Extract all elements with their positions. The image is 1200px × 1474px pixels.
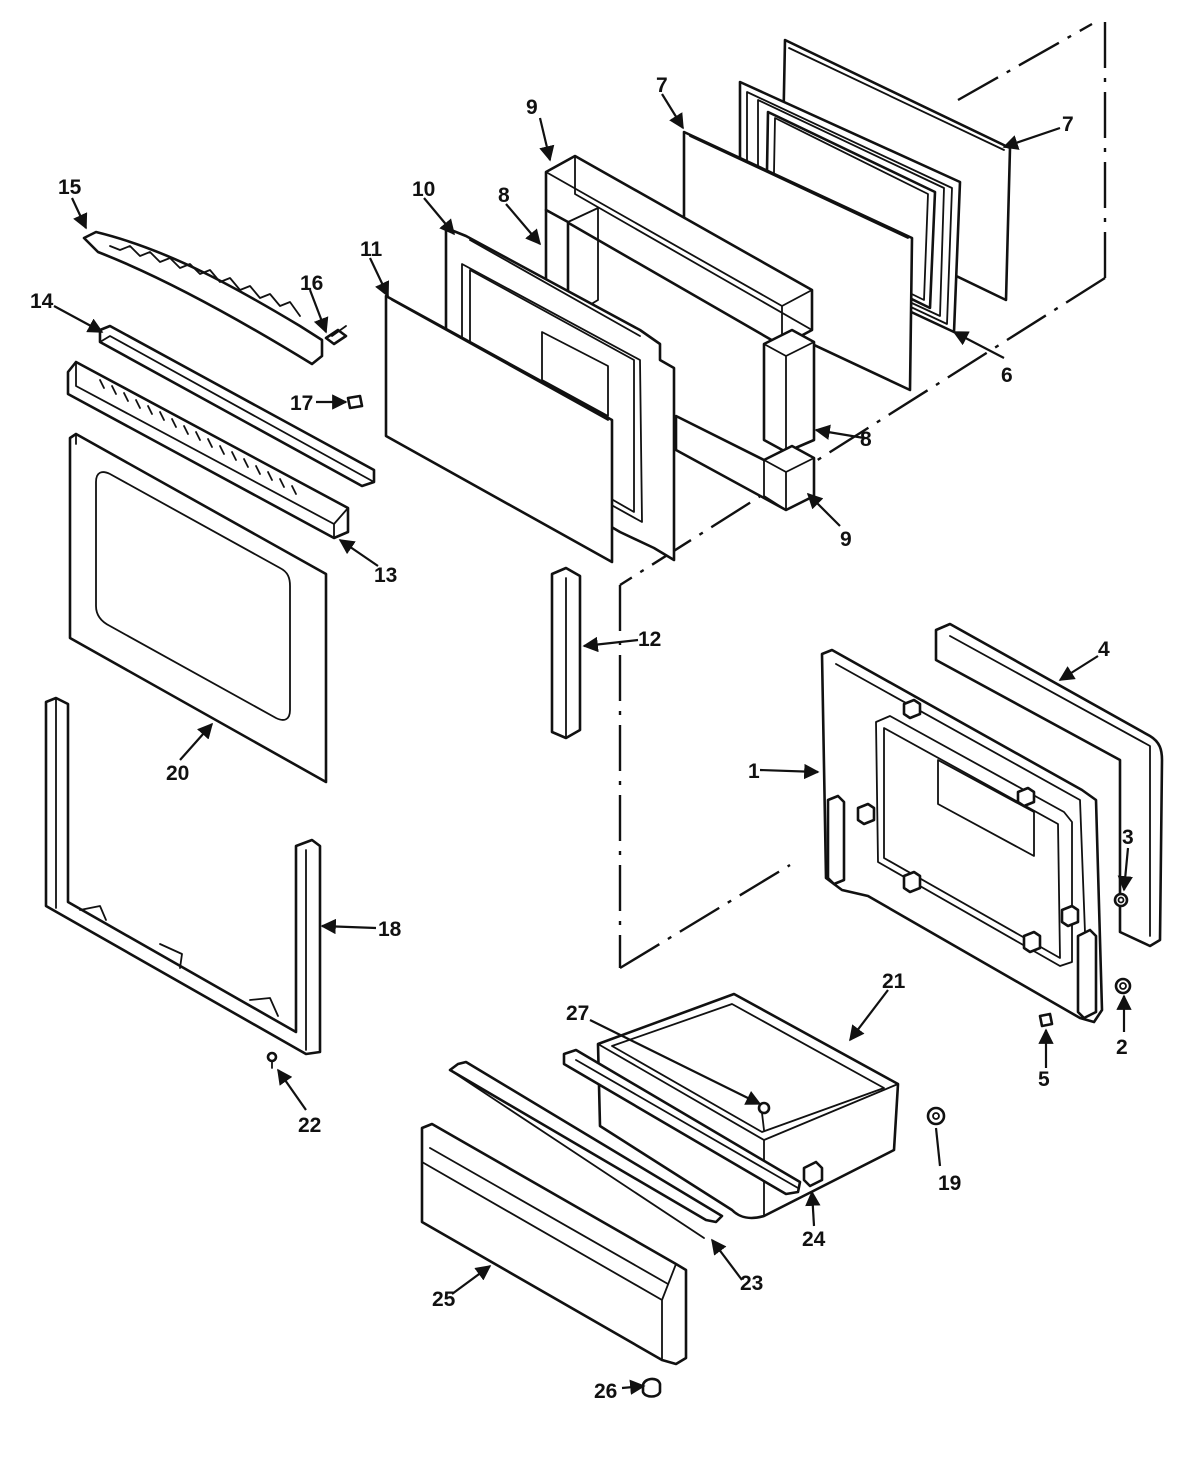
- callout-23: 23: [740, 1272, 763, 1295]
- callout-6: 6: [1001, 364, 1013, 387]
- leader-lines: [53, 93, 1133, 1395]
- part-12-side-trim: [550, 566, 582, 740]
- part-17-spacer: [346, 394, 364, 410]
- part-20-outer-door: [68, 432, 328, 784]
- part-3-nut: [1113, 892, 1129, 908]
- part-16-screw: [324, 325, 348, 346]
- callout-4: 4: [1098, 638, 1110, 661]
- part-23-drawer-trim: [448, 1060, 724, 1239]
- part-27-screw: [757, 1101, 771, 1131]
- callout-24: 24: [802, 1228, 826, 1251]
- callout-12: 12: [638, 628, 661, 651]
- callout-18: 18: [378, 918, 402, 941]
- callout-3: 3: [1122, 826, 1134, 849]
- callout-2: 2: [1116, 1036, 1128, 1059]
- callout-11: 11: [360, 238, 383, 261]
- callout-20: 20: [166, 762, 189, 785]
- callout-9-bottom: 9: [840, 528, 852, 551]
- callout-26: 26: [594, 1380, 617, 1403]
- part-4-door-gasket: [934, 622, 1164, 948]
- callout-1: 1: [748, 760, 760, 783]
- part-25-drawer-front: [420, 1122, 688, 1366]
- callout-7-rear-glass: 7: [1062, 113, 1074, 136]
- callout-5: 5: [1038, 1068, 1050, 1091]
- callout-19: 19: [938, 1172, 961, 1195]
- part-15-door-handle: [82, 230, 324, 366]
- alignment-lines: [618, 22, 1107, 970]
- callout-13: 13: [374, 564, 397, 587]
- part-21-drawer-pan: [596, 992, 900, 1220]
- callout-14: 14: [30, 290, 54, 313]
- callout-9-top: 9: [526, 96, 538, 119]
- callout-8-upper: 8: [498, 184, 510, 207]
- callout-16: 16: [300, 272, 323, 295]
- part-11-inner-glass: [384, 294, 614, 564]
- part-14-trim-strip: [98, 324, 376, 488]
- part-24-drawer-slide-rail: [562, 1048, 824, 1196]
- callout-17: 17: [290, 392, 313, 415]
- part-22-screw: [266, 1051, 278, 1069]
- part-13-vent-panel: [66, 360, 350, 540]
- part-5-clip: [1038, 1012, 1054, 1028]
- callout-7-glass-pane: 7: [656, 74, 668, 97]
- callout-10: 10: [412, 178, 435, 201]
- callout-27: 27: [566, 1002, 589, 1025]
- part-1-inner-door-assembly: [820, 648, 1104, 1024]
- part-18-door-frame: [44, 696, 322, 1056]
- part-26-bumper: [641, 1377, 662, 1398]
- callout-22: 22: [298, 1114, 321, 1137]
- callout-25: 25: [432, 1288, 456, 1311]
- part-19-bumper: [926, 1106, 946, 1126]
- callout-8-lower: 8: [860, 428, 872, 451]
- callout-21: 21: [882, 970, 906, 993]
- part-2-nut: [1114, 977, 1132, 995]
- callout-labels: 7 7 6 9 8 8 9 10 11 12 15 16 14 17 13 20…: [30, 74, 1134, 1403]
- callout-15: 15: [58, 176, 82, 199]
